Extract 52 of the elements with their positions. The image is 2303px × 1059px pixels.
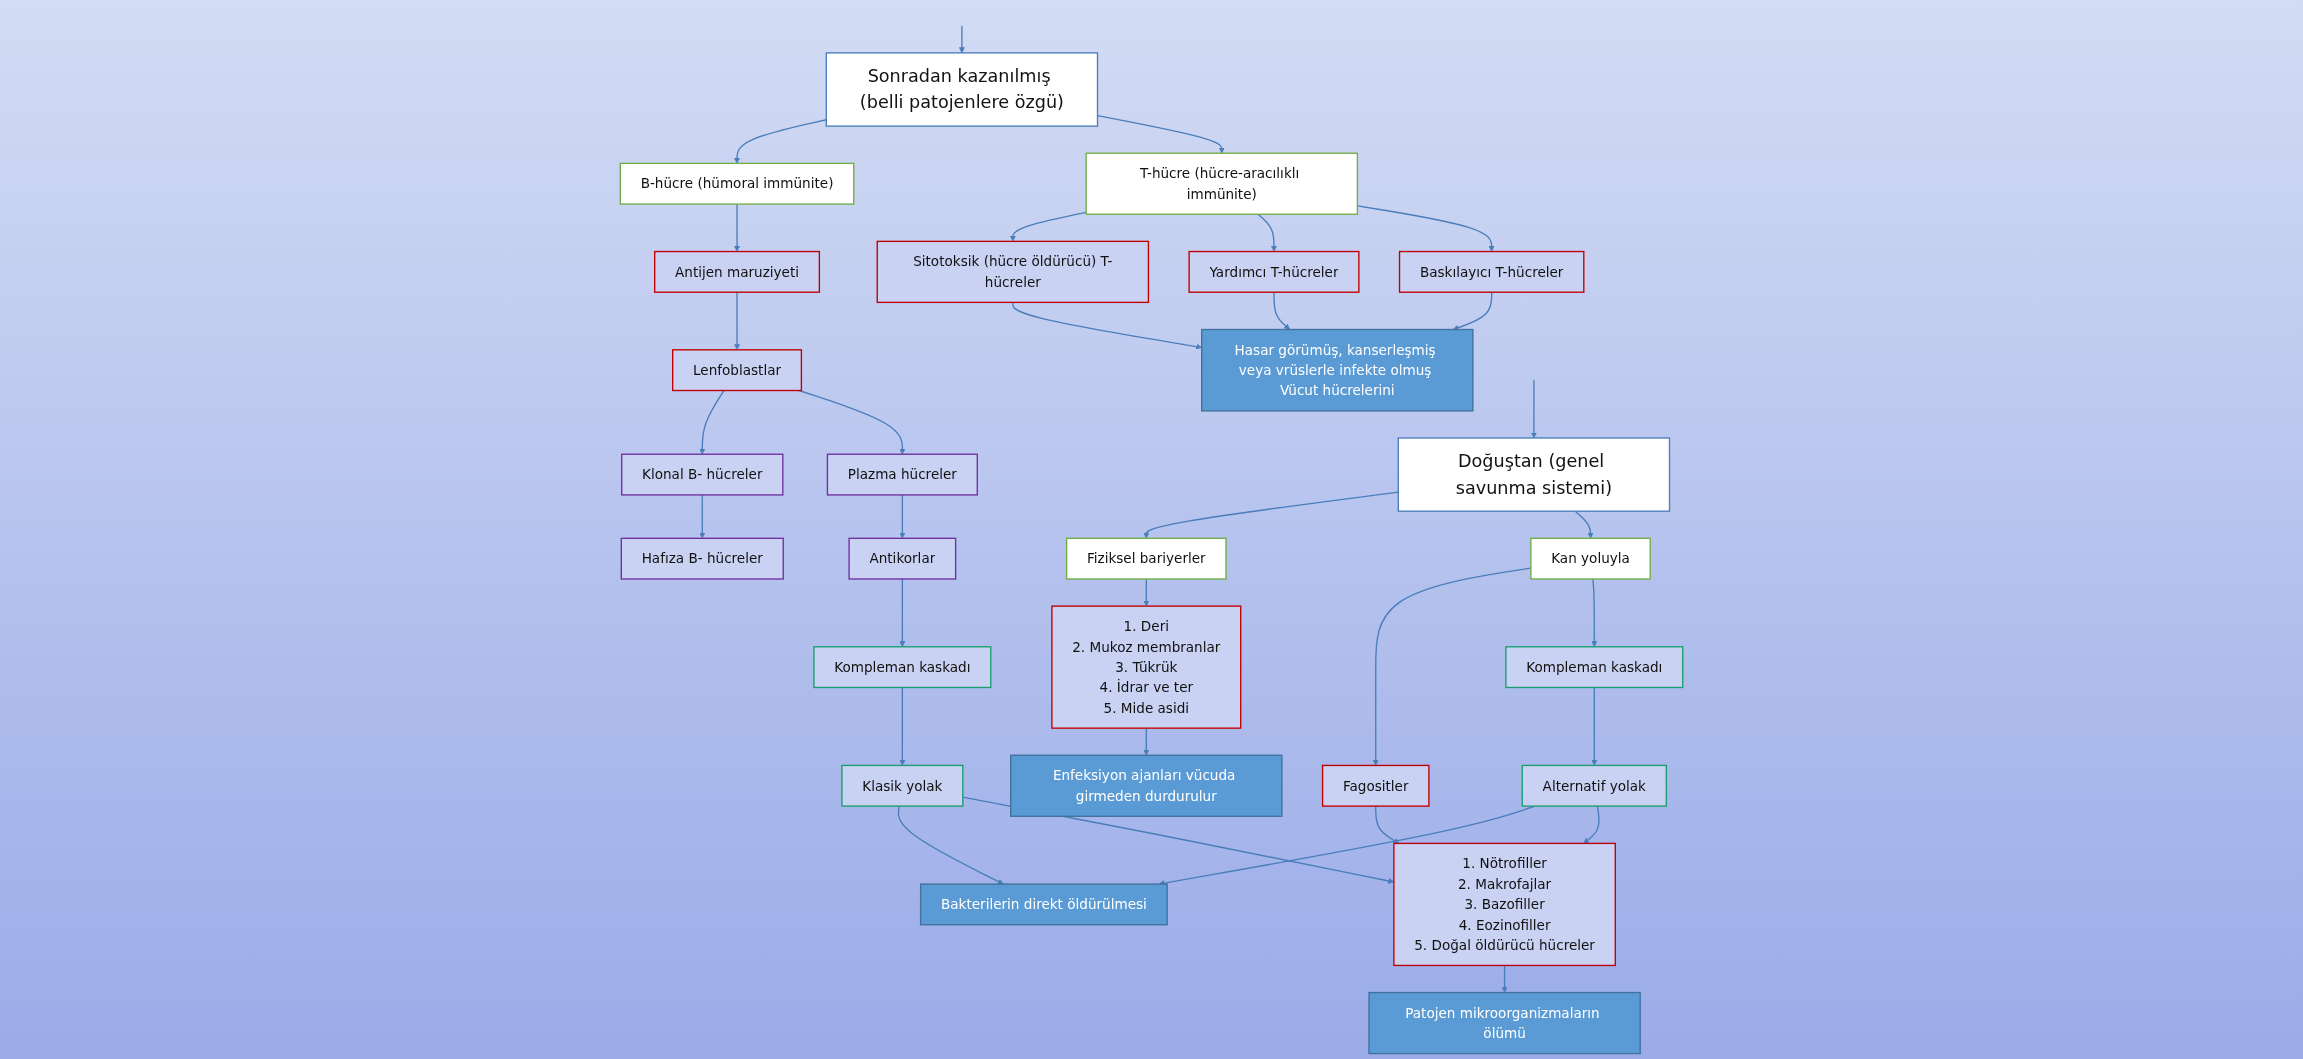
arrow xyxy=(1375,805,1400,844)
arrow xyxy=(1452,291,1493,331)
arrow xyxy=(1009,211,1087,242)
node-box: Sitotoksik (hücre öldürücü) T-hücreler xyxy=(876,240,1150,304)
arrow xyxy=(1501,964,1508,993)
arrow xyxy=(899,686,906,766)
arrow xyxy=(1591,686,1598,766)
arrow xyxy=(1583,805,1600,844)
arrow xyxy=(1012,301,1202,350)
arrow xyxy=(734,203,740,252)
arrow xyxy=(699,389,725,455)
arrow xyxy=(1591,578,1598,648)
node-box: Sonradan kazanılmış (belli patojenlere özgü) xyxy=(825,52,1099,127)
node-box: B-hücre (hümoral immünite) xyxy=(619,162,855,205)
arrow xyxy=(734,119,827,164)
node-box: Klonal B- hücreler xyxy=(621,453,784,496)
arrow xyxy=(1530,379,1537,439)
node-box: Kompleman kaskadı xyxy=(1505,646,1684,689)
node-box: Bakterilerin direkt öldürülmesi xyxy=(919,883,1168,926)
node-box: Fiziksel bariyerler xyxy=(1065,537,1227,580)
arrow xyxy=(1143,727,1150,756)
node-box: Antijen maruziyeti xyxy=(654,250,821,293)
arrow xyxy=(798,389,906,455)
node-box: Fagositler xyxy=(1321,764,1430,807)
node-box: Doğuştan (genel savunma sistemi) xyxy=(1397,437,1671,512)
node-box: Kan yoluyla xyxy=(1530,537,1651,580)
arrow xyxy=(897,805,1004,885)
node-box: Hafıza B- hücreler xyxy=(620,537,784,580)
arrow xyxy=(734,291,740,351)
node-box: 1. Deri 2. Mukoz membranlar 3. Tükrük 4. İdrar ve ter 5. Mide asidi xyxy=(1051,605,1242,729)
node-box: 1. Nötrofiller 2. Makrofajlar 3. Bazofiller 4. Eozinofiller 5. Doğal öldürücü hücreler xyxy=(1393,842,1616,967)
node-box: Klasik yolak xyxy=(841,764,964,807)
node-box: Antikorlar xyxy=(848,537,957,580)
node-box: T-hücre (hücre-aracılıklı immünite) xyxy=(1085,152,1359,215)
arrow xyxy=(958,25,965,54)
node-box: Enfeksiyon ajanları vücuda girmeden durdurulur xyxy=(1010,754,1283,817)
node-box: Baskılayıcı T-hücreler xyxy=(1398,250,1585,293)
node-box: Lenfoblastlar xyxy=(672,349,803,392)
arrow xyxy=(699,494,706,539)
node-box: Hasar görümüş, kanserleşmiş veya vrüslerle infekte olmuş Vücut hücrelerini xyxy=(1201,328,1474,412)
node-box: Plazma hücreler xyxy=(826,453,978,496)
arrow xyxy=(1143,491,1399,539)
node-box: Kompleman kaskadı xyxy=(813,646,992,689)
node-box: Patojen mikroorganizmaların ölümü xyxy=(1368,991,1641,1055)
arrow xyxy=(1574,510,1594,539)
node-box: Alternatif yolak xyxy=(1521,764,1667,807)
node-box: Yardımcı T-hücreler xyxy=(1188,250,1360,293)
arrow xyxy=(899,578,906,648)
arrow xyxy=(1273,291,1291,330)
arrow xyxy=(1143,578,1150,607)
arrow xyxy=(1257,213,1277,252)
arrow xyxy=(899,494,906,539)
